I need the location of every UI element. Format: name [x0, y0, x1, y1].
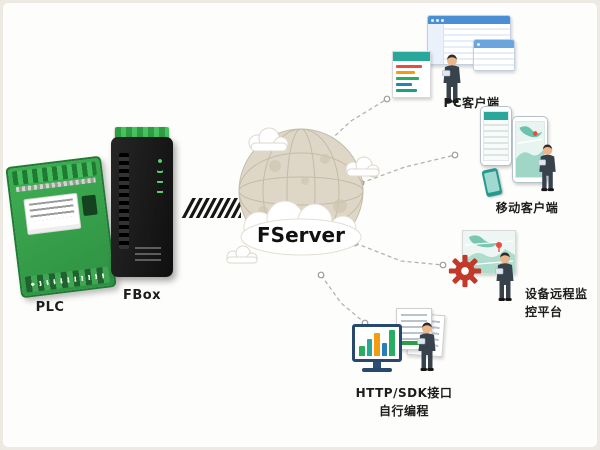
fbox-label: FBox	[122, 288, 162, 303]
window-dot	[431, 18, 434, 22]
monitor-stand	[373, 362, 381, 368]
gear-icon	[448, 254, 482, 288]
cloud-band	[240, 200, 362, 256]
window-title-bar	[474, 40, 514, 48]
monitor-base	[362, 368, 392, 372]
fserver-label: FServer	[257, 223, 345, 247]
app-header	[484, 112, 508, 120]
plc-label: PLC	[35, 300, 65, 315]
bar	[381, 343, 388, 356]
globe-cloud-icon: FServer	[226, 127, 380, 264]
connector-to-pc	[324, 98, 388, 146]
person-icon	[492, 251, 518, 303]
fbox-logo-lines	[135, 247, 161, 263]
person-icon	[414, 321, 440, 373]
map-graphic	[516, 122, 544, 177]
browser-window-icon	[473, 39, 515, 71]
bar	[359, 346, 365, 356]
window-dot	[436, 18, 439, 22]
phone-screen	[483, 111, 509, 161]
connector-node-icon	[451, 151, 459, 159]
chart-card-icon	[392, 51, 431, 98]
phone-map-screen	[515, 121, 545, 178]
window-title-bar	[428, 16, 510, 24]
bar	[389, 330, 395, 356]
window-sidebar	[428, 24, 444, 64]
fbox-led-lights	[157, 157, 163, 197]
mobile-client-label: 移动客户端	[495, 201, 559, 215]
connector-to-mobile	[360, 154, 456, 184]
monitor-icon	[352, 324, 402, 362]
bar	[366, 339, 373, 356]
card-header	[393, 52, 430, 61]
small-cloud-icon	[226, 245, 258, 264]
connector-node-icon	[439, 261, 447, 269]
window-dot	[477, 42, 480, 46]
small-cloud-icon	[345, 156, 380, 178]
smartphone-icon	[480, 106, 512, 166]
window-content	[474, 48, 514, 70]
person-icon	[535, 143, 560, 193]
fbox-device-icon	[111, 137, 173, 277]
sdk-label-line2: 自行编程	[378, 404, 429, 418]
window-dot	[441, 18, 444, 22]
plc-device-icon	[5, 155, 117, 299]
plc-label-sticker	[23, 192, 82, 236]
fbox-vent-slot	[119, 153, 129, 249]
sdk-label-line1: HTTP/SDK接口	[355, 386, 453, 400]
phone-screen	[483, 170, 500, 194]
bar	[374, 333, 380, 356]
connector-node-icon	[317, 271, 325, 279]
stripe	[396, 89, 418, 92]
fbox-terminal-block	[115, 127, 169, 140]
connector-to-platform	[354, 242, 444, 266]
sticker-text-lines	[28, 198, 75, 222]
stripe	[396, 83, 412, 86]
card-body	[393, 61, 430, 96]
document-code-accent	[401, 341, 422, 345]
stripe	[396, 77, 420, 80]
app-list-lines	[484, 120, 508, 160]
platform-label-line1: 设备远程监	[525, 287, 588, 301]
platform-label-line2: 控平台	[525, 305, 563, 319]
small-cloud-icon	[248, 127, 289, 152]
plc-chip	[81, 194, 98, 217]
hatched-arrow-icon	[181, 198, 241, 218]
stripe	[396, 65, 423, 68]
connector-node-icon	[383, 95, 391, 103]
stripe	[396, 71, 415, 74]
